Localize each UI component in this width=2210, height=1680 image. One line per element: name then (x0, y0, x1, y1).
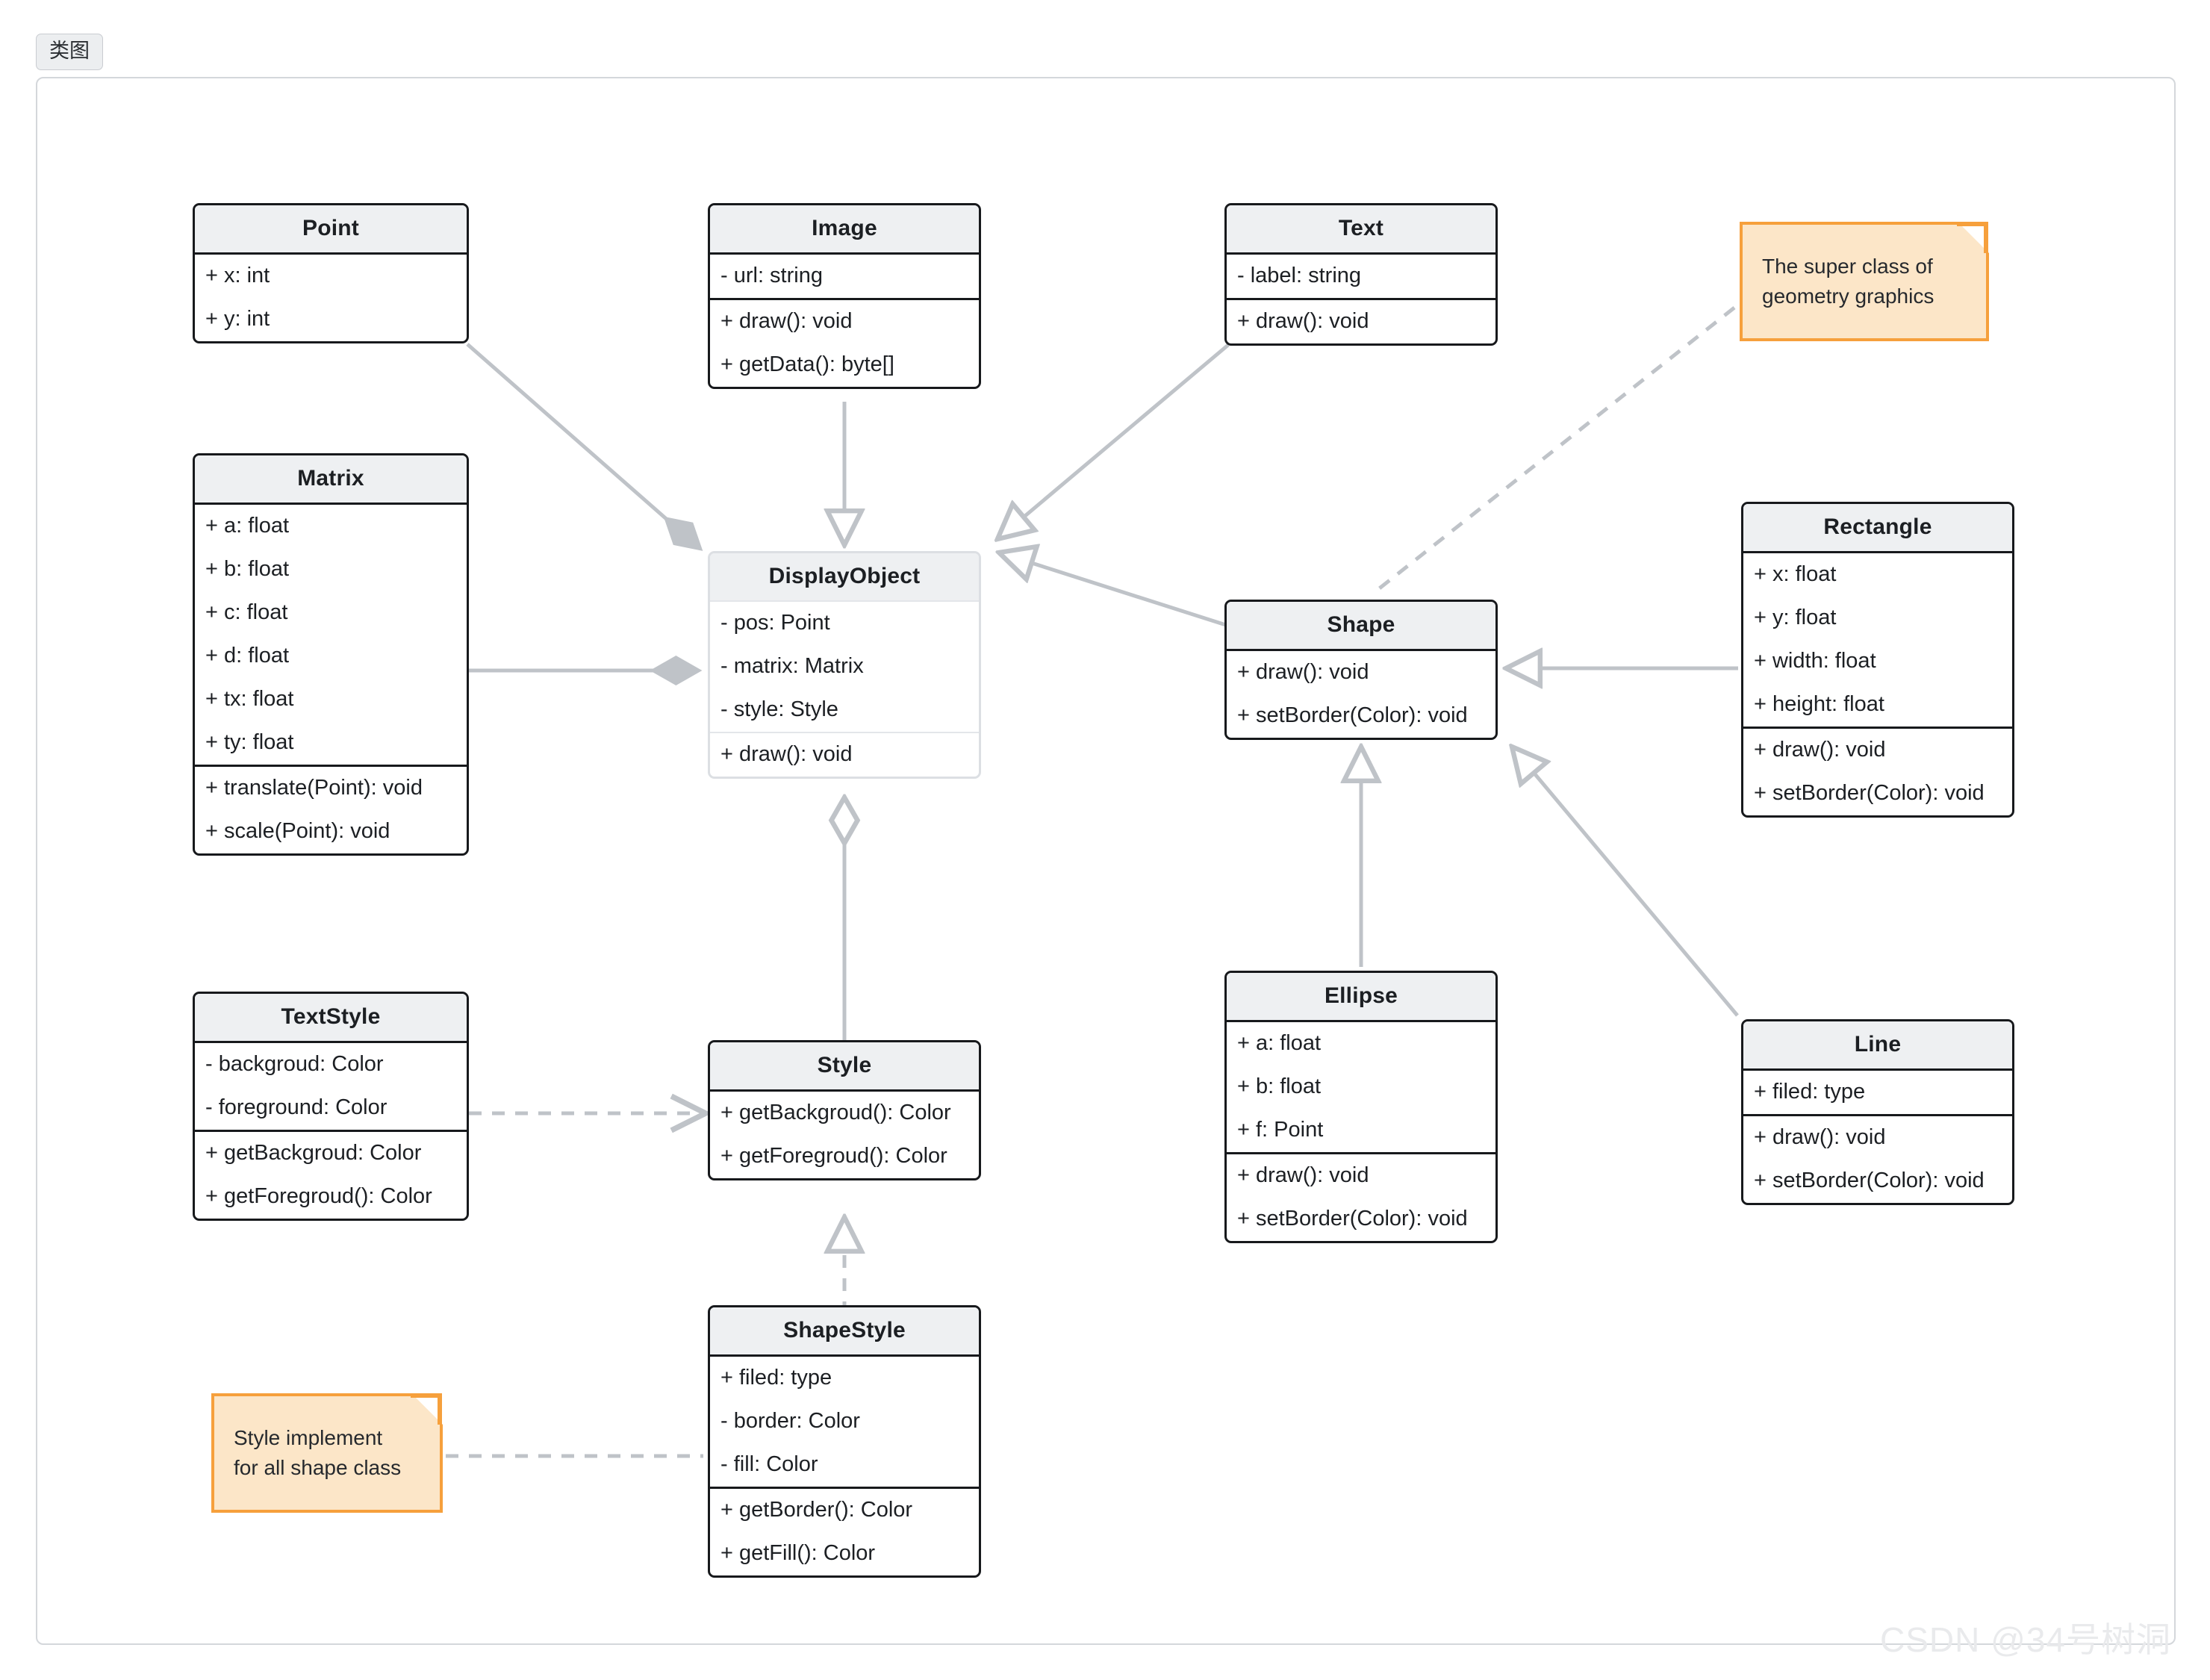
class-text[interactable]: Text - label: string + draw(): void (1224, 203, 1498, 346)
class-member: - label: string (1237, 264, 1362, 287)
class-member: + width: float (1754, 649, 1876, 673)
class-member: + setBorder(Color): void (1237, 1207, 1468, 1231)
class-displayobject[interactable]: DisplayObject - pos: Point - matrix: Mat… (708, 551, 981, 779)
class-point[interactable]: Point + x: int + y: int (193, 203, 469, 343)
class-textstyle-methods: + getBackgroud: Color + getForegroud(): … (195, 1130, 467, 1219)
class-member: + ty: float (205, 730, 294, 754)
class-line[interactable]: Line + filed: type + draw(): void + setB… (1741, 1019, 2014, 1205)
watermark: CSDN @34号树洞 (1880, 1620, 2171, 1659)
class-textstyle-title: TextStyle (195, 994, 467, 1043)
class-member: + draw(): void (720, 742, 853, 766)
class-matrix-methods: + translate(Point): void + scale(Point):… (195, 765, 467, 853)
class-member: + draw(): void (1237, 309, 1369, 333)
class-rectangle[interactable]: Rectangle + x: float + y: float + width:… (1741, 502, 2014, 818)
class-member: + b: float (205, 557, 290, 581)
class-member: + getData(): byte[] (720, 352, 894, 376)
class-member: + y: int (205, 307, 270, 331)
class-rectangle-attributes: + x: float + y: float + width: float + h… (1743, 553, 2012, 727)
class-member: - backgroud: Color (205, 1052, 384, 1076)
class-member: - foreground: Color (205, 1095, 387, 1119)
class-member: + a: float (205, 514, 290, 538)
class-line-methods: + draw(): void + setBorder(Color): void (1743, 1114, 2012, 1203)
note-fold-corner-icon (1958, 222, 1989, 253)
note-shape-text: The super class of geometry graphics (1762, 255, 1934, 308)
class-text-title: Text (1227, 205, 1495, 255)
class-member: - matrix: Matrix (720, 654, 864, 678)
class-member: - url: string (720, 264, 823, 287)
class-matrix-attributes: + a: float + b: float + c: float + d: fl… (195, 505, 467, 765)
class-member: + getBorder(): Color (720, 1498, 913, 1522)
class-image[interactable]: Image - url: string + draw(): void + get… (708, 203, 981, 389)
class-member: - border: Color (720, 1409, 860, 1433)
class-member: + scale(Point): void (205, 819, 390, 843)
class-matrix[interactable]: Matrix + a: float + b: float + c: float … (193, 453, 469, 856)
class-member: + f: Point (1237, 1118, 1324, 1142)
class-member: - fill: Color (720, 1452, 818, 1476)
class-member: + translate(Point): void (205, 776, 423, 800)
class-point-attributes: + x: int + y: int (195, 255, 467, 341)
class-textstyle[interactable]: TextStyle - backgroud: Color - foregroun… (193, 992, 469, 1221)
class-style-title: Style (710, 1042, 979, 1092)
class-text-attributes: - label: string (1227, 255, 1495, 298)
class-point-title: Point (195, 205, 467, 255)
class-member: + setBorder(Color): void (1754, 781, 1985, 805)
class-member: + draw(): void (720, 309, 853, 333)
class-shapestyle[interactable]: ShapeStyle + filed: type - border: Color… (708, 1305, 981, 1578)
class-member: - style: Style (720, 697, 838, 721)
class-ellipse[interactable]: Ellipse + a: float + b: float + f: Point… (1224, 971, 1498, 1243)
class-displayobject-attributes: - pos: Point - matrix: Matrix - style: S… (710, 602, 979, 732)
class-member: + getForegroud(): Color (205, 1184, 432, 1208)
class-member: + getFill(): Color (720, 1541, 876, 1565)
class-matrix-title: Matrix (195, 455, 467, 505)
class-member: + filed: type (720, 1366, 832, 1390)
note-fold-corner-icon (411, 1393, 443, 1425)
class-ellipse-methods: + draw(): void + setBorder(Color): void (1227, 1152, 1495, 1241)
class-line-title: Line (1743, 1021, 2012, 1071)
class-shapestyle-title: ShapeStyle (710, 1307, 979, 1357)
class-member: + a: float (1237, 1031, 1322, 1055)
class-displayobject-title: DisplayObject (710, 553, 979, 602)
class-member: + height: float (1754, 692, 1884, 716)
class-member: + getBackgroud(): Color (720, 1101, 951, 1124)
class-ellipse-title: Ellipse (1227, 973, 1495, 1022)
class-member: + setBorder(Color): void (1754, 1169, 1985, 1192)
class-member: + draw(): void (1754, 738, 1886, 762)
class-member: + d: float (205, 644, 290, 668)
class-member: + x: int (205, 264, 270, 287)
class-member: + draw(): void (1237, 660, 1369, 684)
class-image-methods: + draw(): void + getData(): byte[] (710, 298, 979, 387)
class-member: + draw(): void (1237, 1163, 1369, 1187)
class-shape-title: Shape (1227, 602, 1495, 651)
class-member: + setBorder(Color): void (1237, 703, 1468, 727)
class-member: + tx: float (205, 687, 294, 711)
class-member: - pos: Point (720, 611, 830, 635)
class-shape[interactable]: Shape + draw(): void + setBorder(Color):… (1224, 600, 1498, 740)
class-member: + draw(): void (1754, 1125, 1886, 1149)
class-shapestyle-methods: + getBorder(): Color + getFill(): Color (710, 1487, 979, 1575)
class-ellipse-attributes: + a: float + b: float + f: Point (1227, 1022, 1495, 1152)
class-rectangle-methods: + draw(): void + setBorder(Color): void (1743, 727, 2012, 815)
tab-class-diagram[interactable]: 类图 (36, 34, 103, 70)
note-style-text: Style implement for all shape class (234, 1426, 402, 1479)
class-member: + c: float (205, 600, 288, 624)
class-textstyle-attributes: - backgroud: Color - foreground: Color (195, 1043, 467, 1130)
class-member: + filed: type (1754, 1080, 1866, 1104)
note-style-implement[interactable]: Style implement for all shape class (211, 1393, 443, 1513)
class-rectangle-title: Rectangle (1743, 504, 2012, 553)
class-style[interactable]: Style + getBackgroud(): Color + getForeg… (708, 1040, 981, 1180)
class-member: + b: float (1237, 1074, 1322, 1098)
class-image-attributes: - url: string (710, 255, 979, 298)
class-text-methods: + draw(): void (1227, 298, 1495, 343)
class-image-title: Image (710, 205, 979, 255)
class-style-methods: + getBackgroud(): Color + getForegroud()… (710, 1092, 979, 1178)
class-member: + getBackgroud: Color (205, 1141, 422, 1165)
class-shapestyle-attributes: + filed: type - border: Color - fill: Co… (710, 1357, 979, 1487)
class-member: + getForegroud(): Color (720, 1144, 947, 1168)
class-member: + y: float (1754, 606, 1837, 629)
class-line-attributes: + filed: type (1743, 1071, 2012, 1114)
class-member: + x: float (1754, 562, 1837, 586)
class-displayobject-methods: + draw(): void (710, 732, 979, 777)
note-shape-super-class[interactable]: The super class of geometry graphics (1740, 222, 1989, 341)
class-shape-methods: + draw(): void + setBorder(Color): void (1227, 651, 1495, 738)
